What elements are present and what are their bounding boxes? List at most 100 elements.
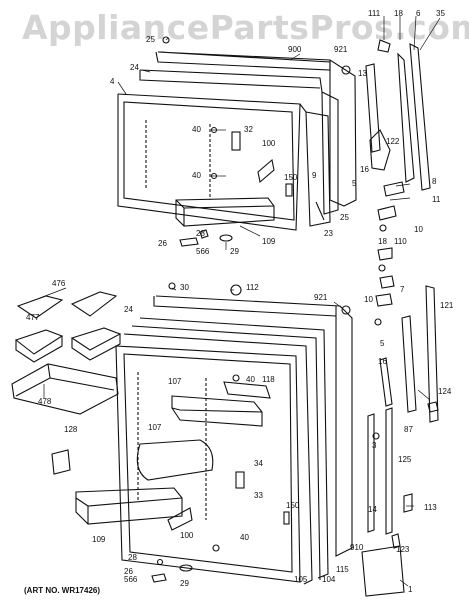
label-107: 107 xyxy=(148,423,162,432)
label-121: 121 xyxy=(440,301,454,310)
label-105: 105 xyxy=(294,575,308,584)
shelf-support-100 xyxy=(257,158,275,184)
label-477: 477 xyxy=(26,313,40,322)
label-107: 107 xyxy=(168,377,182,386)
label-128: 128 xyxy=(64,425,78,434)
label-6: 6 xyxy=(416,9,421,18)
label-109: 109 xyxy=(262,237,276,246)
label-10: 10 xyxy=(414,225,423,234)
label-118: 118 xyxy=(262,375,275,384)
label-478: 478 xyxy=(38,397,52,406)
label-110: 110 xyxy=(394,237,407,246)
bar-14 xyxy=(367,413,375,533)
watermark: AppliancePartsPros.com xyxy=(22,8,469,47)
label-3: 3 xyxy=(372,441,377,450)
label-7: 7 xyxy=(400,285,405,294)
fresh-door-bin xyxy=(75,487,183,525)
label-5: 5 xyxy=(352,179,357,188)
fresh-door-liner xyxy=(115,345,301,583)
freezer-door-bin xyxy=(175,197,275,227)
door-shelf-118 xyxy=(223,381,271,399)
hinge-bracket-13 xyxy=(365,63,381,153)
label-18: 18 xyxy=(394,9,403,18)
label-5: 5 xyxy=(380,339,385,348)
label-18: 18 xyxy=(378,237,387,246)
label-30: 30 xyxy=(180,283,189,292)
fresh-food-door-assembly xyxy=(11,264,439,597)
label-40: 40 xyxy=(192,171,201,180)
label-910: 910 xyxy=(350,543,364,552)
label-40: 40 xyxy=(240,533,249,542)
freezer-door-assembly xyxy=(117,36,431,261)
dairy-compartment xyxy=(136,439,214,481)
label-24: 24 xyxy=(124,305,133,314)
label-921: 921 xyxy=(334,45,348,54)
label-566: 566 xyxy=(124,575,138,584)
shelf-support-32 xyxy=(231,131,241,151)
label-122: 122 xyxy=(386,137,400,146)
label-26: 26 xyxy=(158,239,167,248)
label-104: 104 xyxy=(322,575,336,584)
label-35: 35 xyxy=(436,9,445,18)
part-128 xyxy=(51,449,71,475)
label-14: 14 xyxy=(368,505,377,514)
label-16: 16 xyxy=(360,165,369,174)
label-1: 1 xyxy=(408,585,413,594)
butter-tray-477b xyxy=(70,327,122,351)
freezer-door-gasket xyxy=(139,69,339,215)
hinge-122 xyxy=(369,129,391,171)
freezer-door-outer-panel xyxy=(157,51,357,207)
label-28: 28 xyxy=(128,553,137,562)
egg-tray-476b xyxy=(70,291,118,317)
label-115: 115 xyxy=(336,565,349,574)
label-23: 23 xyxy=(324,229,333,238)
label-13: 13 xyxy=(358,69,367,78)
label-112: 112 xyxy=(246,283,259,292)
label-100: 100 xyxy=(262,139,276,148)
label-476: 476 xyxy=(52,279,66,288)
label-11: 11 xyxy=(432,195,441,204)
label-29: 29 xyxy=(180,579,189,588)
label-16: 16 xyxy=(378,357,387,366)
art-number: (ART NO. WR17426) xyxy=(24,586,101,595)
label-8: 8 xyxy=(432,177,437,186)
label-150: 150 xyxy=(286,501,300,510)
shelf-478 xyxy=(11,363,119,415)
nameplate-1 xyxy=(361,545,405,597)
hinge-strip-121 xyxy=(425,285,439,423)
label-125: 125 xyxy=(398,455,412,464)
label-109: 109 xyxy=(92,535,106,544)
label-28: 28 xyxy=(196,229,205,238)
label-150: 150 xyxy=(284,173,298,182)
label-124: 124 xyxy=(438,387,452,396)
label-10: 10 xyxy=(364,295,373,304)
label-113: 113 xyxy=(424,503,437,512)
label-26: 26 xyxy=(124,567,133,576)
egg-tray-476a xyxy=(16,295,64,319)
fresh-door-outer-panel xyxy=(155,295,353,557)
label-29: 29 xyxy=(230,247,239,256)
label-40: 40 xyxy=(246,375,255,384)
label-900: 900 xyxy=(288,45,302,54)
label-40: 40 xyxy=(192,125,201,134)
label-25: 25 xyxy=(146,35,155,44)
label-111: 111 xyxy=(368,9,381,18)
label-87: 87 xyxy=(404,425,413,434)
hinge-strip-35 xyxy=(409,43,431,191)
label-4: 4 xyxy=(110,77,115,86)
label-100: 100 xyxy=(180,531,194,540)
label-566: 566 xyxy=(196,247,210,256)
leader-lines xyxy=(39,15,441,587)
label-32: 32 xyxy=(244,125,253,134)
label-9: 9 xyxy=(312,171,317,180)
label-34: 34 xyxy=(254,459,263,468)
label-33: 33 xyxy=(254,491,263,500)
cap-29 xyxy=(219,234,233,242)
bar-125 xyxy=(385,407,393,535)
label-25: 25 xyxy=(340,213,349,222)
part-number-labels: 111 18 6 35 25 900 921 13 24 4 40 32 100… xyxy=(26,9,454,594)
label-921: 921 xyxy=(314,293,328,302)
label-123: 123 xyxy=(396,545,410,554)
hinge-strip-6 xyxy=(397,52,415,183)
